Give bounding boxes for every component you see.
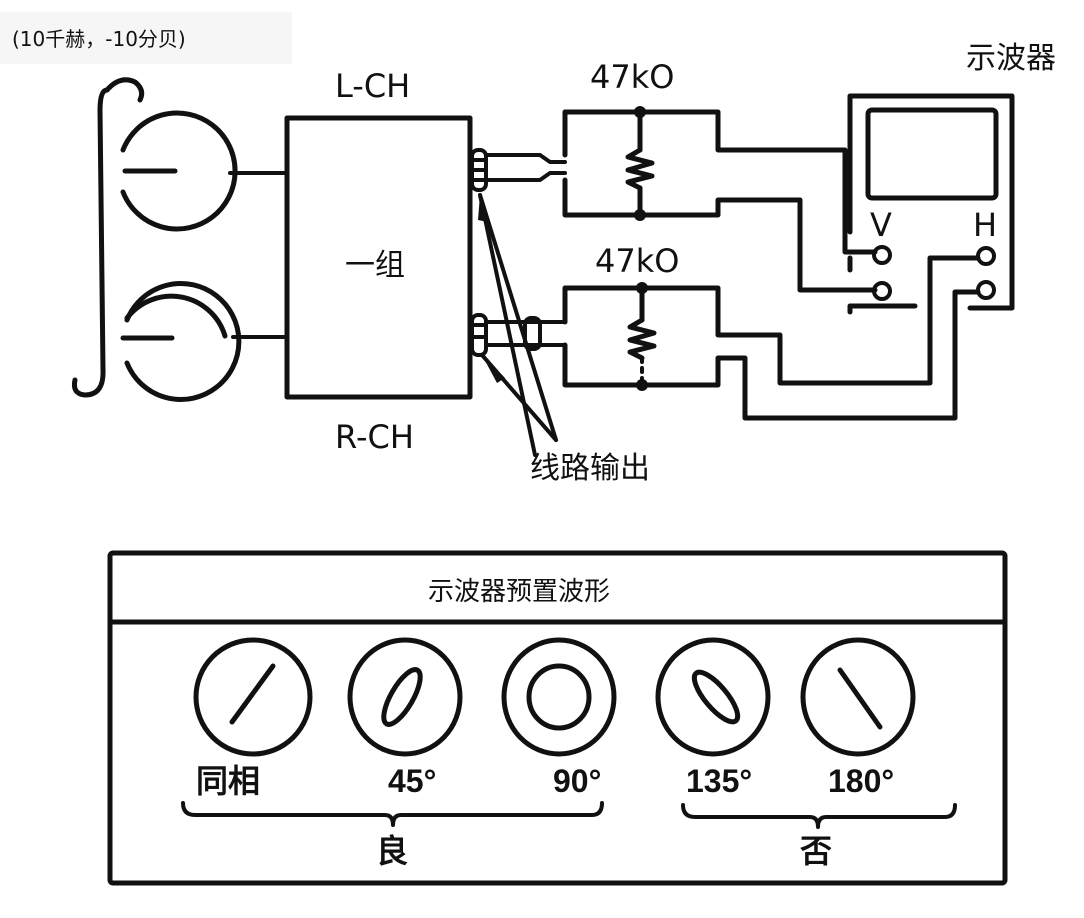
- waveform-label-135: 135°: [686, 763, 752, 799]
- waveform-135-icon: [655, 637, 771, 757]
- v-label: V: [870, 206, 892, 244]
- turntable-unit-box: [284, 115, 473, 400]
- waveform-90-icon: [501, 637, 617, 757]
- oscilloscope-title: 示波器: [966, 41, 1056, 76]
- r-ch-label: R-CH: [335, 418, 414, 456]
- good-group-brace: [181, 801, 604, 827]
- resistor-lower: [562, 255, 981, 421]
- h-terminal-top: [976, 246, 996, 266]
- v-terminal-top: [872, 245, 892, 265]
- resistor-upper-label: 47kO: [590, 58, 674, 96]
- preset-waveform-panel: 示波器预置波形 同相 45° 90° 135° 180°: [107, 550, 1008, 886]
- annotation-bg: [0, 12, 292, 64]
- waveform-180-icon: [800, 637, 916, 757]
- output-jacks: [470, 148, 567, 357]
- waveform-label-in-phase: 同相: [196, 763, 260, 799]
- waveform-label-90: 90°: [553, 763, 601, 799]
- line-output-label: 线路输出: [530, 451, 650, 486]
- resistor-lower-label: 47kO: [595, 242, 679, 280]
- h-label: H: [973, 206, 997, 244]
- unit-label: 一组: [345, 248, 405, 283]
- cartridge-pickup-icon: [72, 77, 289, 402]
- preset-panel-title: 示波器预置波形: [428, 577, 610, 607]
- line-output-pointer: [478, 193, 558, 457]
- group-label-bad: 否: [800, 833, 832, 869]
- group-label-good: 良: [376, 833, 408, 869]
- l-ch-label: L-CH: [335, 67, 410, 105]
- oscilloscope-icon: [847, 93, 1015, 315]
- waveform-label-45: 45°: [388, 763, 436, 799]
- waveform-label-180: 180°: [828, 763, 894, 799]
- waveform-45-icon: [347, 637, 463, 757]
- oscilloscope-screen: [865, 107, 999, 201]
- h-terminal-bottom: [976, 280, 996, 300]
- annotation-text: (10千赫，-10分贝): [12, 27, 186, 51]
- v-terminal-bottom: [872, 281, 892, 301]
- waveform-in-phase-icon: [193, 637, 313, 757]
- resistor-upper: [562, 106, 878, 293]
- bad-group-brace: [681, 803, 957, 829]
